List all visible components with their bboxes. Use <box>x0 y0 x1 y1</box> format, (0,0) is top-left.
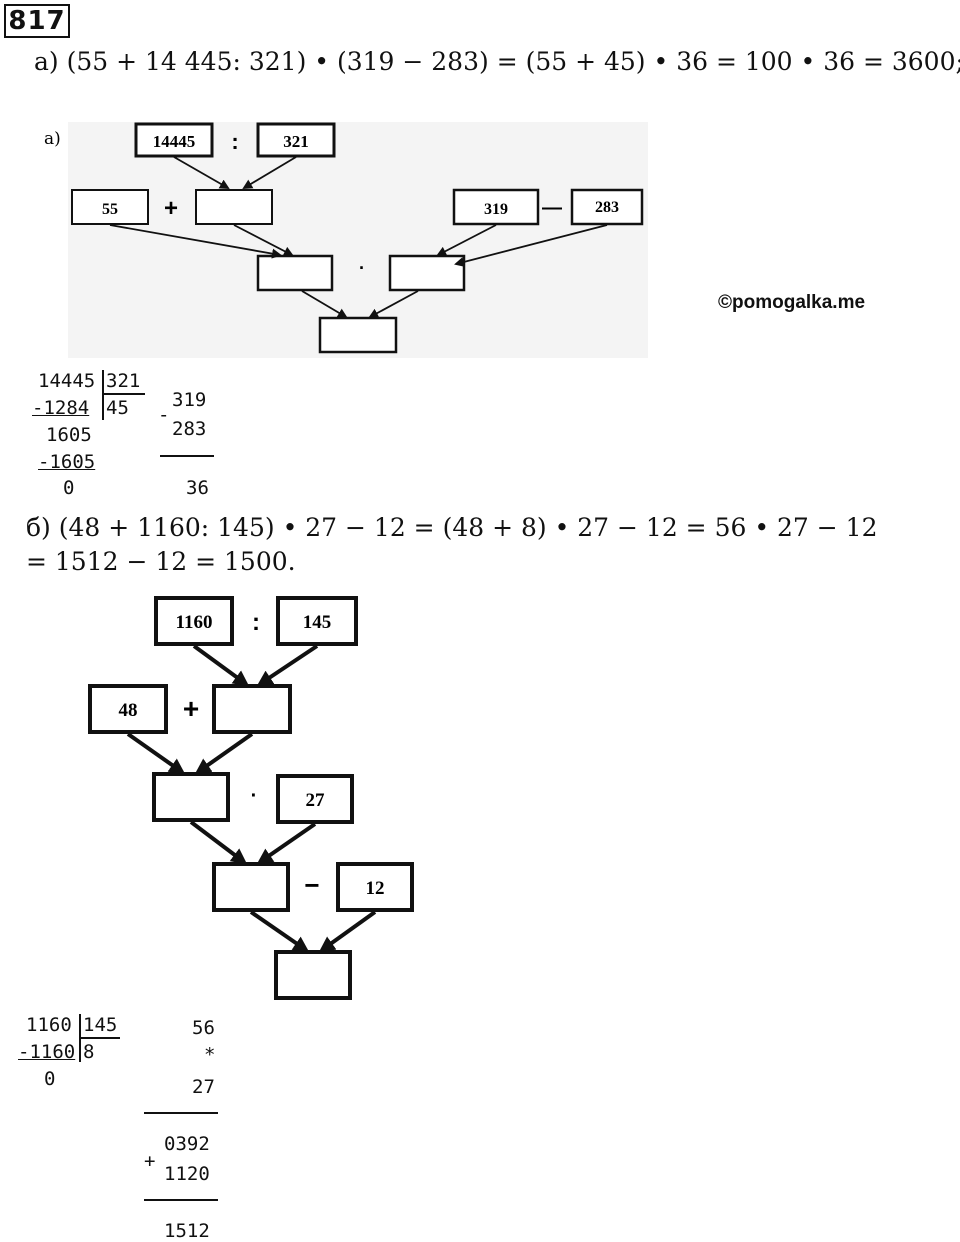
subtrahend-box <box>336 862 414 912</box>
long-division-b-step1: -1160 <box>18 1041 76 1063</box>
arrow <box>256 822 317 865</box>
arrow <box>318 910 377 953</box>
long-division-a-step2: -1605 <box>38 451 96 473</box>
arrow <box>109 224 282 259</box>
division-sign: : <box>231 129 238 154</box>
multiplication-sign: * <box>204 1044 216 1066</box>
multiplication-bottom: 27 <box>192 1076 215 1098</box>
part-b-equation-line1: б) (48 + 1160: 145) • 27 − 12 = (48 + 8)… <box>26 513 878 542</box>
long-division-b-result: 0 <box>44 1068 56 1090</box>
long-division-a-remainder: 1605 <box>46 424 92 446</box>
difference-box <box>212 862 290 912</box>
arrow <box>242 156 297 190</box>
arrow <box>233 224 294 256</box>
division-bar <box>80 1037 120 1039</box>
addend-number: 55 <box>102 201 118 218</box>
multiply-sign: · <box>359 258 365 278</box>
division-bar <box>79 1014 81 1062</box>
long-division-b-divisor: 145 <box>83 1014 118 1036</box>
result-box <box>318 316 398 354</box>
watermark: ©pomogalka.me <box>718 292 866 313</box>
sum-box <box>195 189 273 225</box>
minus-sign: − <box>304 870 319 900</box>
arrow <box>436 224 497 256</box>
arrow <box>368 290 419 318</box>
long-division-b-quotient: 8 <box>83 1041 95 1063</box>
arrow <box>249 910 310 953</box>
division-bar <box>103 393 145 395</box>
multiplier-box <box>276 774 354 824</box>
division-sign: : <box>252 609 260 636</box>
arrow <box>194 732 254 775</box>
arrow <box>301 290 348 319</box>
partial-product-2: 1120 <box>164 1163 210 1185</box>
long-division-a-dividend: 14445 <box>38 370 96 392</box>
multiplication-top: 56 <box>192 1017 215 1039</box>
arrow <box>189 820 248 865</box>
result-box <box>274 950 352 1000</box>
dividend-number: 1160 <box>176 612 213 633</box>
subtrahend-number: 283 <box>595 199 619 216</box>
arrow <box>256 644 319 687</box>
problem-number: 817 <box>4 4 70 38</box>
subtraction-top: 319 <box>172 389 207 411</box>
arrow <box>173 156 230 189</box>
multiplication-result: 1512 <box>164 1220 210 1242</box>
partial-product-1: 0392 <box>164 1133 210 1155</box>
arrow <box>454 224 608 267</box>
addition-line <box>144 1199 218 1201</box>
minuend-box <box>452 188 540 226</box>
subtraction-result: 36 <box>186 477 209 499</box>
subtraction-bottom: 283 <box>172 418 207 440</box>
addition-sign: + <box>144 1150 156 1172</box>
divisor-number: 321 <box>283 132 309 151</box>
part-b-diagram: 1160 : 145 48 + · 27 − 12 <box>88 596 414 1000</box>
multiplication-line <box>144 1112 218 1114</box>
addend-number: 48 <box>119 700 138 721</box>
diagram-label: а) <box>44 129 61 149</box>
sum-box <box>212 684 292 734</box>
divisor-box <box>256 122 336 158</box>
multiplier-number: 27 <box>306 790 326 811</box>
long-division-a-step1: -1284 <box>32 397 90 419</box>
part-a-diagram: а) 14445 : 321 55 + 319 — 283 · <box>44 122 648 358</box>
left-product-box <box>256 254 334 292</box>
multiply-sign: · <box>251 785 258 807</box>
subtraction-sign: - <box>158 404 170 426</box>
part-a-equation: а) (55 + 14 445: 321) • (319 − 283) = (5… <box>34 47 960 76</box>
minus-sign: — <box>542 197 562 219</box>
long-division-b-dividend: 1160 <box>26 1014 72 1036</box>
long-division-a-result: 0 <box>63 477 75 499</box>
long-division-a-quotient: 45 <box>106 397 129 419</box>
division-bar <box>102 370 104 420</box>
dividend-box <box>134 122 214 158</box>
addend-box <box>88 684 168 734</box>
part-b-equation-line2: = 1512 − 12 = 1500. <box>26 547 296 576</box>
product-box <box>152 772 230 822</box>
subtraction-line <box>160 455 214 457</box>
long-division-a-divisor: 321 <box>106 370 141 392</box>
arrow <box>126 732 186 775</box>
arrow <box>192 644 250 687</box>
plus-sign: + <box>183 693 199 724</box>
subtrahend-number: 12 <box>366 878 385 899</box>
divisor-box <box>276 596 358 646</box>
dividend-box <box>154 596 234 646</box>
addend-box <box>71 189 149 225</box>
minuend-number: 319 <box>484 201 508 218</box>
dividend-number: 14445 <box>153 132 196 151</box>
right-product-box <box>388 254 466 292</box>
plus-sign: + <box>164 195 178 222</box>
divisor-number: 145 <box>303 612 332 633</box>
subtrahend-box <box>570 188 644 226</box>
